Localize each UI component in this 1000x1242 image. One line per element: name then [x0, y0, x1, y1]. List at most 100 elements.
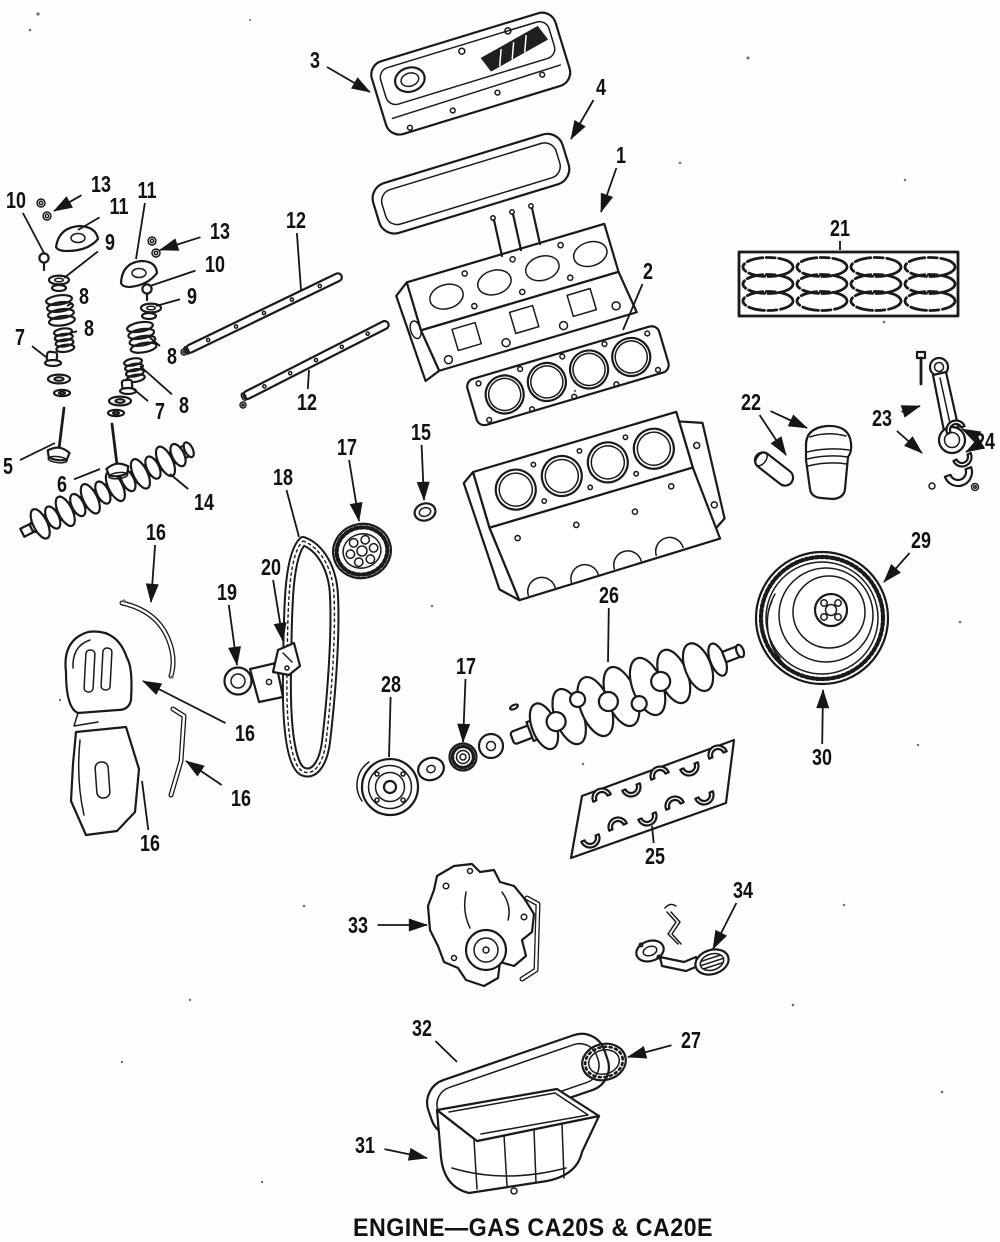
callout-22-num-2: 2 — [643, 259, 653, 285]
leader-10-5-0 — [149, 269, 196, 287]
leader-12-17-0 — [296, 232, 302, 291]
leader-7-10-0 — [31, 345, 47, 358]
callout-43-num-32: 32 — [412, 1016, 432, 1042]
crank-pulley — [356, 757, 420, 817]
leader-28-31-0 — [388, 696, 392, 758]
callout-7-num-9: 9 — [187, 284, 197, 310]
callout-8-num-8: 8 — [79, 284, 89, 310]
leader-13-1-0 — [53, 194, 82, 212]
callout-28-num-30: 30 — [812, 745, 832, 771]
leader-23-25-0 — [900, 405, 921, 418]
callout-36-num-19: 19 — [217, 580, 237, 606]
leader-26-29-0 — [607, 607, 610, 663]
leader-17-33-0 — [348, 459, 363, 522]
leader-16-41-0 — [141, 780, 150, 831]
callout-34-num-15: 15 — [411, 420, 431, 446]
valve-cover — [370, 11, 572, 136]
callout-39-num-16: 16 — [235, 721, 255, 747]
camshaft-sprocket — [332, 522, 392, 580]
callout-44-num-31: 31 — [355, 1133, 375, 1159]
callout-6-num-9: 9 — [105, 230, 115, 256]
callout-15-num-6: 6 — [57, 472, 67, 498]
callout-1-num-13: 13 — [91, 172, 111, 198]
chain-guide — [271, 641, 302, 677]
leader-24-26-1 — [965, 437, 985, 453]
oil-pan — [435, 1087, 601, 1195]
camshaft-seal — [413, 502, 437, 522]
callout-20-num-4: 4 — [596, 75, 606, 101]
leader-8-9-0 — [69, 330, 78, 334]
leader-16-38-0 — [145, 544, 159, 603]
callout-32-num-17: 17 — [456, 654, 476, 680]
diagram-caption: ENGINE—GAS CA20S & CA20E — [352, 1214, 714, 1242]
camshaft — [19, 441, 195, 540]
rocker-shaft-intake — [183, 272, 343, 355]
callout-37-num-20: 20 — [261, 555, 281, 581]
callout-9-num-8: 8 — [84, 316, 94, 342]
callout-19-num-3: 3 — [310, 48, 320, 74]
leader-9-6-0 — [63, 250, 99, 279]
crankshaft-front-washer — [477, 732, 505, 760]
valve-cover-gasket — [371, 132, 571, 235]
callout-38-num-16: 16 — [146, 520, 166, 546]
piston-pin — [753, 451, 795, 487]
callout-40-num-16: 16 — [231, 786, 251, 812]
callout-30-num-25: 25 — [645, 844, 665, 870]
crank-sprocket — [448, 742, 478, 772]
timing-cover-front-upper — [64, 630, 133, 727]
leader-11-2-0 — [77, 216, 100, 231]
callout-12-num-8: 8 — [179, 393, 189, 419]
callout-17-num-12: 12 — [286, 208, 306, 234]
leader-11-3-0 — [135, 202, 146, 260]
leader-22-24-1 — [770, 410, 808, 429]
leader-27-46-0 — [627, 1044, 672, 1059]
callout-18-num-12: 12 — [297, 390, 317, 416]
leader-20-37-0 — [272, 579, 287, 642]
callout-35-num-18: 18 — [273, 465, 293, 491]
callout-29-num-26: 26 — [599, 583, 619, 609]
callout-33-num-17: 17 — [337, 435, 357, 461]
flywheel — [754, 550, 890, 686]
callout-5-num-10: 10 — [205, 252, 225, 278]
leader-4-20-0 — [570, 99, 595, 140]
leader-17-32-0 — [457, 678, 471, 743]
main-bearing-set — [569, 738, 736, 860]
callout-26-num-24: 24 — [975, 429, 995, 455]
rocker-arm-right — [119, 259, 159, 289]
callout-25-num-23: 23 — [872, 406, 892, 432]
head-studs — [490, 203, 542, 258]
callout-10-num-7: 7 — [15, 325, 25, 351]
leader-15-34-0 — [416, 444, 430, 501]
leader-10-0-0 — [22, 212, 45, 254]
leader-9-7-0 — [155, 298, 181, 307]
rocker-shaft-screws — [180, 348, 247, 409]
leader-2-22-0 — [622, 283, 644, 331]
callout-27-num-29: 29 — [911, 528, 931, 554]
leader-3-19-0 — [326, 66, 371, 93]
leader-30-28-0 — [816, 689, 830, 745]
leader-24-26-0 — [961, 428, 982, 444]
crankshaft — [509, 642, 746, 751]
valve-exhaust — [105, 422, 130, 480]
leader-8-11-0 — [147, 335, 161, 347]
piston — [804, 424, 853, 501]
timing-cover-gasket-lower — [168, 706, 187, 798]
leader-19-36-0 — [227, 604, 241, 666]
leader-22-24-0 — [758, 414, 787, 456]
leader-8-12-0 — [139, 365, 173, 396]
valvetrain-left — [36, 198, 100, 464]
timing-cover-front-lower — [69, 725, 141, 837]
piston-ring-set — [737, 250, 960, 318]
oil-pump — [426, 862, 541, 988]
rocker-arm-left — [54, 224, 100, 253]
leader-16-39-0 — [142, 680, 226, 724]
callout-46-num-27: 27 — [681, 1028, 701, 1054]
callout-layer: 1013111113109988788756141212341221222324… — [3, 48, 995, 1161]
valve-cover-emblem — [480, 25, 549, 72]
leader-23-25-1 — [896, 430, 923, 454]
valvetrain-right — [105, 236, 163, 480]
callout-2-num-11: 11 — [110, 194, 129, 220]
callout-4-num-13: 13 — [210, 219, 230, 245]
